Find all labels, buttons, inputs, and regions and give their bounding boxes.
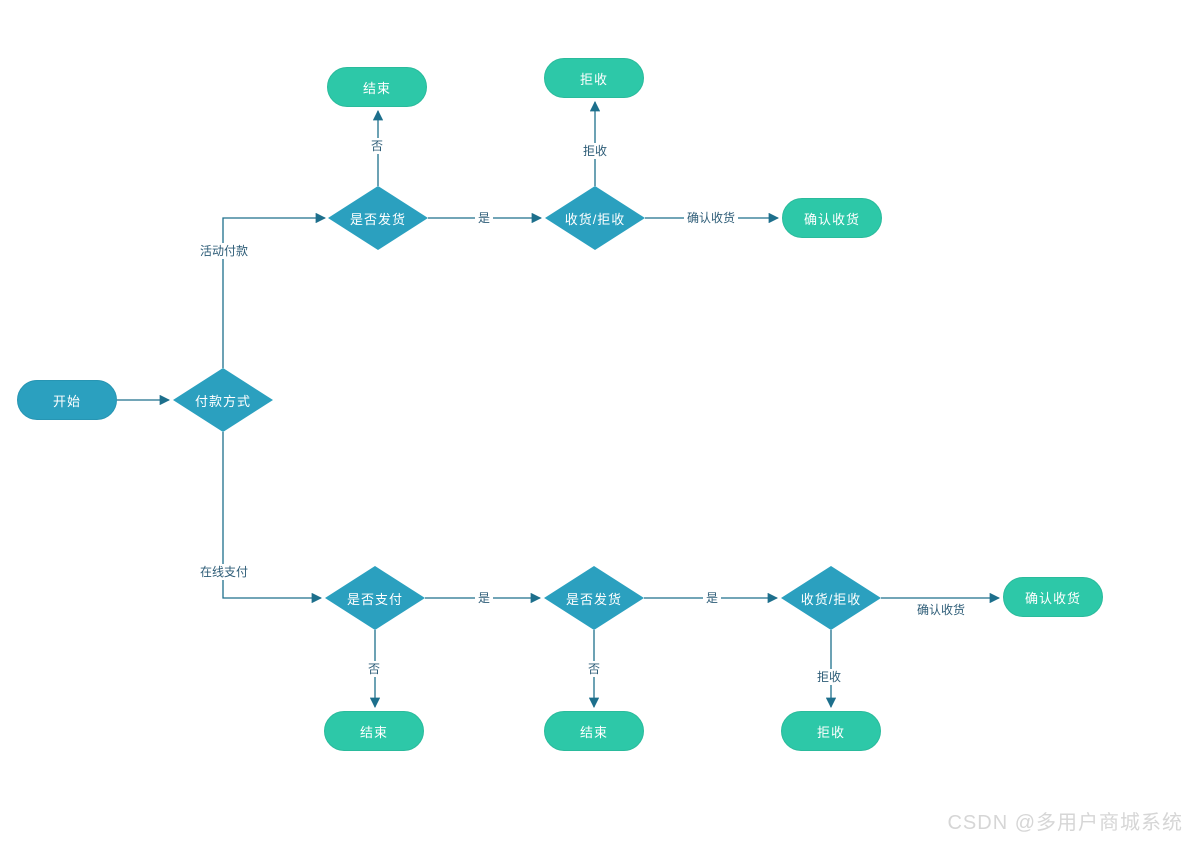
edge-payment-to-ship-top bbox=[222, 212, 327, 368]
edge-label-yes-bottom-1: 是 bbox=[474, 590, 494, 606]
terminal-confirm-top: 确认收货 bbox=[782, 198, 882, 238]
terminal-end-bottom-mid: 结束 bbox=[544, 711, 644, 751]
edge-payment-to-pay-bottom bbox=[222, 432, 323, 604]
edge-label-reject-bottom: 拒收 bbox=[813, 669, 845, 685]
start-node: 开始 bbox=[17, 380, 117, 420]
edge-label-activity-payment: 活动付款 bbox=[196, 243, 252, 259]
edge-label-confirm-bottom: 确认收货 bbox=[913, 602, 969, 618]
terminal-end-bottom-left: 结束 bbox=[324, 711, 424, 751]
edge-label-yes-bottom-2: 是 bbox=[702, 590, 722, 606]
edge-label-no-bottom-2: 否 bbox=[584, 661, 604, 677]
terminal-end-top: 结束 bbox=[327, 67, 427, 107]
edge-label-yes-top: 是 bbox=[474, 210, 494, 226]
terminal-confirm-bottom: 确认收货 bbox=[1003, 577, 1103, 617]
edge-label-no-bottom-1: 否 bbox=[364, 661, 384, 677]
terminal-reject-bottom: 拒收 bbox=[781, 711, 881, 751]
terminal-reject-top: 拒收 bbox=[544, 58, 644, 98]
watermark: CSDN @多用户商城系统 bbox=[947, 812, 1183, 834]
edge-label-no-top: 否 bbox=[367, 138, 387, 154]
edge-label-reject-top: 拒收 bbox=[579, 143, 611, 159]
edge-label-confirm-top: 确认收货 bbox=[683, 210, 739, 226]
edge-label-online-payment: 在线支付 bbox=[196, 564, 252, 580]
